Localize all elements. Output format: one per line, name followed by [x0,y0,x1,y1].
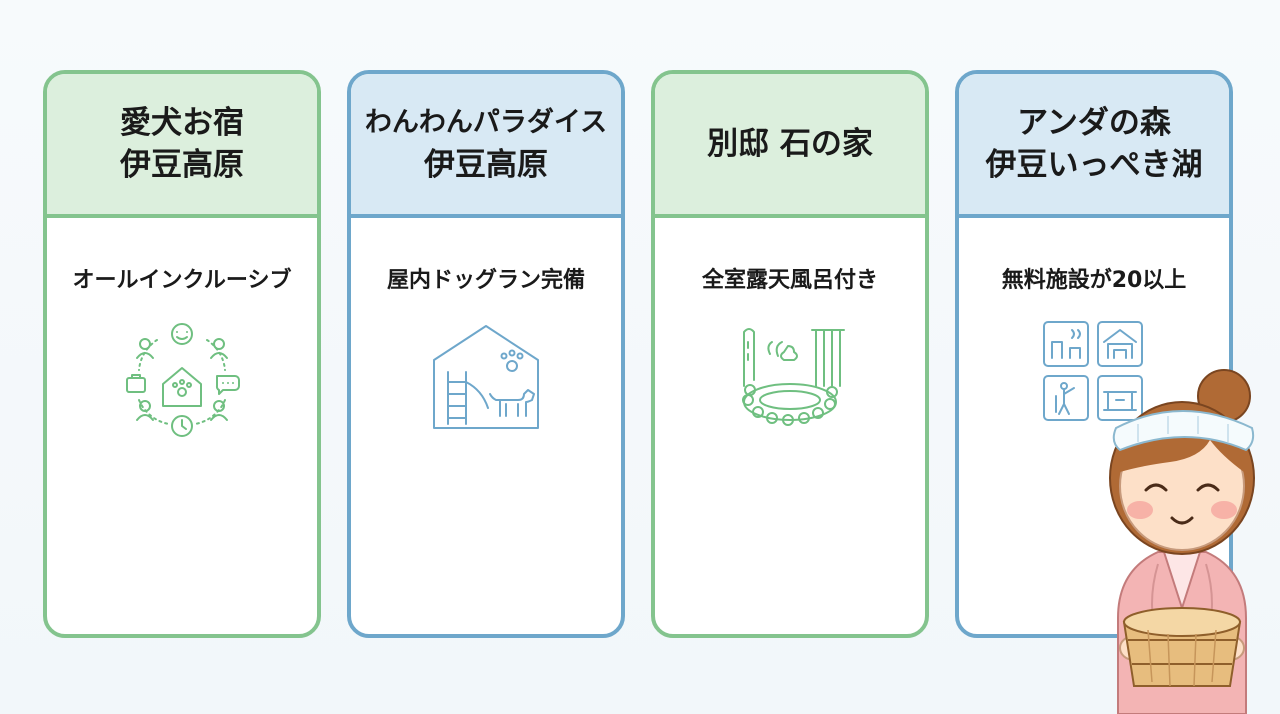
card-title-line2: 伊豆いっぺき湖 [985,147,1203,183]
dog-run-icon [433,325,539,429]
card-header: 愛犬お宿 伊豆高原 [47,74,317,218]
onsen-girl-illustration [1109,369,1255,714]
hot-spring-icon [742,328,845,426]
card-title-line1: 愛犬お宿 [120,105,244,141]
card-header: 別邸 石の家 [655,74,925,218]
card-feature: 全室露天風呂付き [701,268,878,293]
card-wanwan-paradise[interactable]: わんわんパラダイス 伊豆高原 屋内ドッグラン完備 [347,70,625,638]
card-feature: 屋内ドッグラン完備 [386,268,585,293]
card-title-line1: わんわんパラダイス [364,107,608,138]
card-title-line2: 伊豆高原 [120,147,244,183]
card-header: アンダの森 伊豆いっぺき湖 [959,74,1229,218]
facilities-icon [1043,321,1143,421]
card-aiken-oyado[interactable]: 愛犬お宿 伊豆高原 オールインクルーシブ [43,70,321,638]
card-title-line1: 別邸 石の家 [707,126,873,162]
card-title-line2: 伊豆高原 [424,147,548,183]
card-feature: オールインクルーシブ [72,268,292,293]
card-header: わんわんパラダイス 伊豆高原 [351,74,621,218]
card-bettei-ishinoie[interactable]: 別邸 石の家 全室露天風呂付き [651,70,929,638]
card-feature: 無料施設が20以上 [1001,268,1187,293]
card-title-line1: アンダの森 [1017,105,1171,141]
all-inclusive-icon [126,323,240,437]
